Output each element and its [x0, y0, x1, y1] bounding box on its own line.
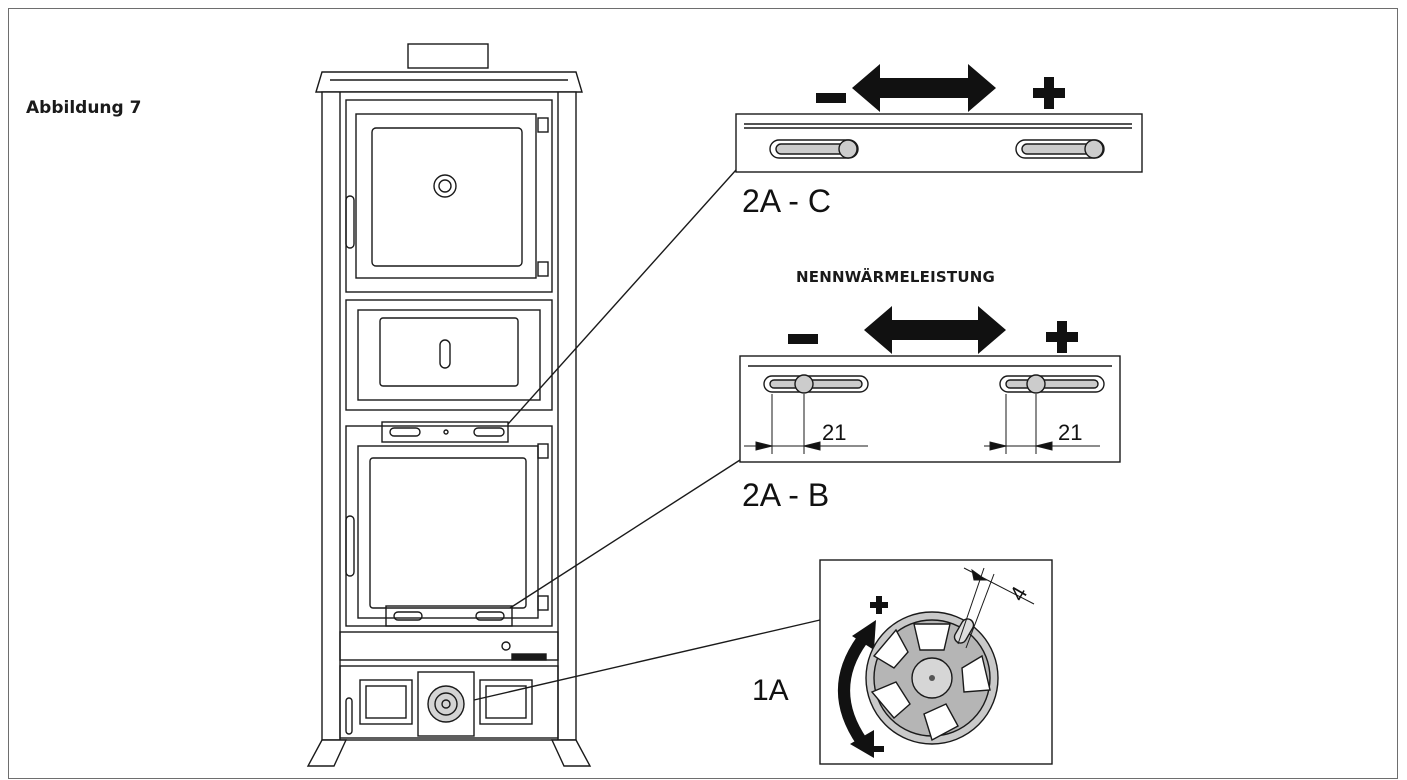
dimension-21-right	[984, 394, 1100, 454]
plus-icon	[1046, 321, 1078, 353]
ash-drawer	[339, 665, 559, 739]
air-rosette-1a	[865, 611, 999, 745]
minus-icon	[816, 93, 846, 103]
detail-label-2a-b: 2A - B	[742, 477, 829, 513]
stove-drawing	[306, 43, 592, 767]
stove-damper-2a-c	[381, 421, 509, 443]
rotation-arrow-icon	[838, 636, 868, 746]
stove-damper-2a-b	[385, 605, 513, 627]
leader-line-1a	[473, 619, 821, 701]
detail-2a-b	[739, 306, 1121, 463]
double-arrow-icon	[852, 64, 996, 112]
detail-label-1a: 1A	[752, 674, 789, 707]
figure-title: Abbildung 7	[26, 98, 142, 118]
detail-2a-c	[735, 64, 1143, 173]
plus-icon	[1033, 77, 1065, 109]
storage-drawer	[345, 299, 553, 411]
plus-icon	[870, 596, 888, 614]
leader-line-2a-b	[509, 459, 741, 609]
leader-line-2a-c	[507, 169, 737, 425]
nominal-heat-output-heading: NENNWÄRMELEISTUNG	[796, 268, 995, 286]
detail-label-2a-c: 2A - C	[742, 183, 831, 219]
detail-1a	[819, 559, 1053, 765]
dimension-21-left	[744, 394, 868, 454]
dimension-4	[957, 567, 1035, 649]
dimension-label-left: 21	[822, 420, 846, 445]
double-arrow-icon	[864, 306, 1006, 354]
figure-frame	[8, 8, 1398, 779]
oven-door	[345, 99, 553, 293]
dimension-label-right: 21	[1058, 420, 1082, 445]
minus-icon	[866, 746, 884, 752]
minus-icon	[788, 334, 818, 344]
